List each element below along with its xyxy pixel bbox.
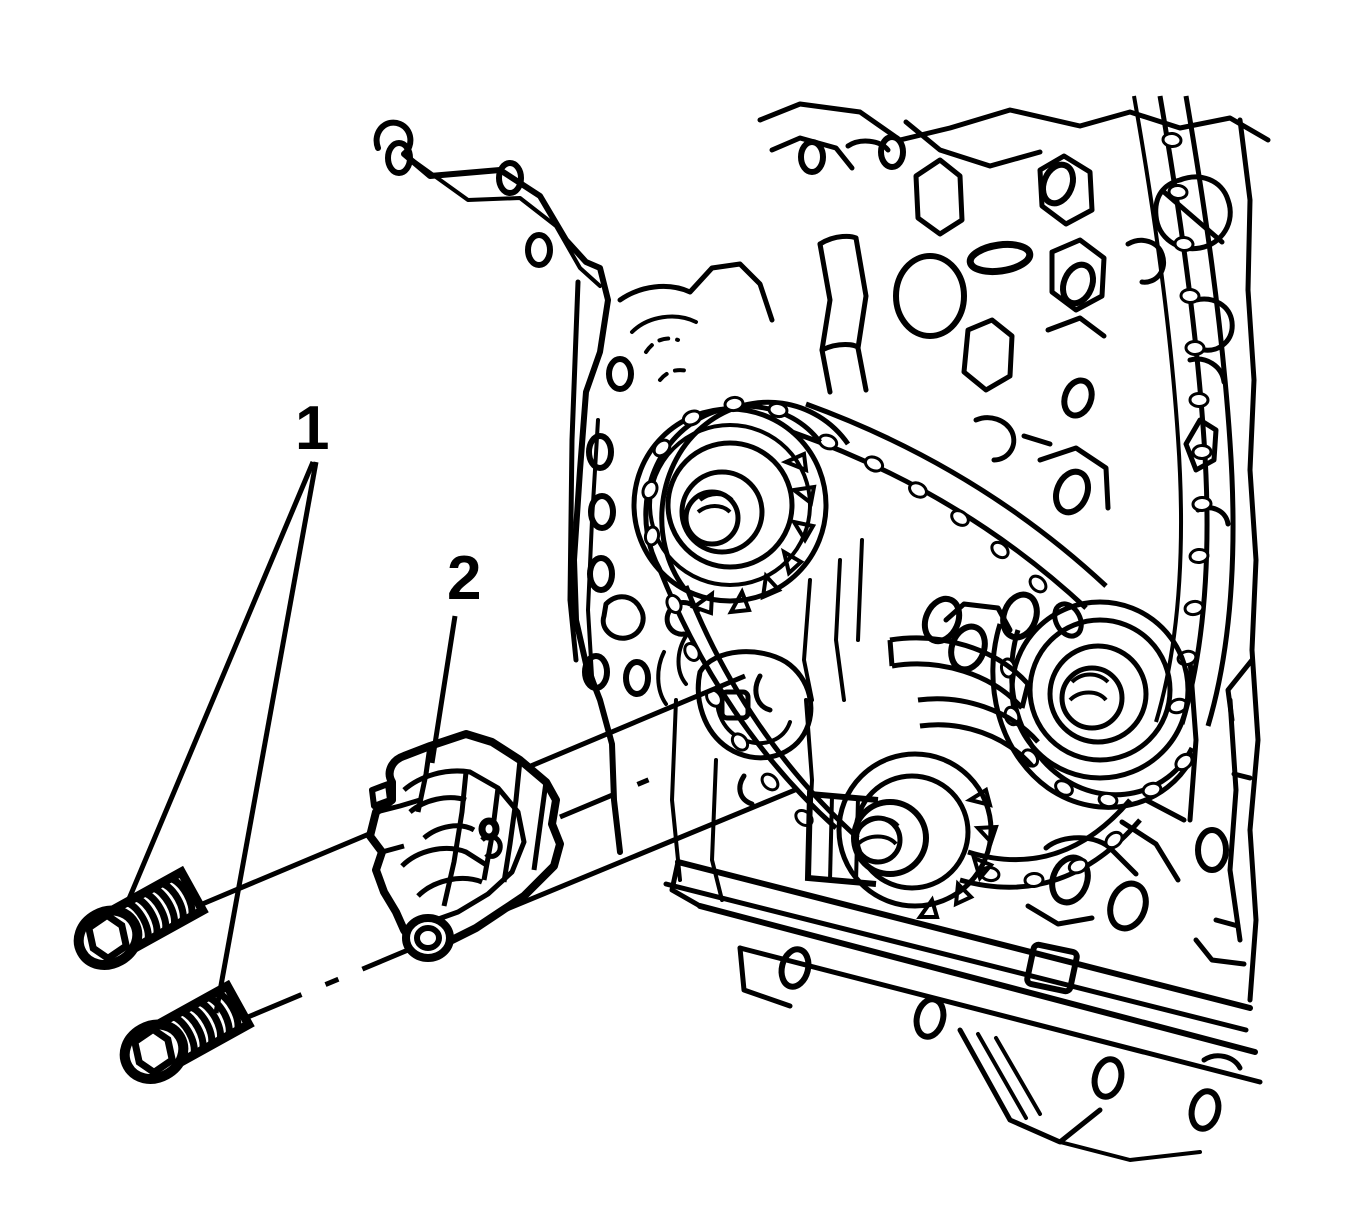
chain-guide — [887, 595, 1040, 768]
install-path-lower-dash — [247, 942, 421, 1020]
bolt-upper — [73, 865, 209, 970]
timing-chain-assembly — [631, 95, 1236, 919]
leader-1-to-lower-bolt — [213, 461, 319, 1014]
camshaft-sprocket-upper — [631, 394, 851, 616]
callout-label-2: 2 — [447, 544, 482, 613]
bolt-lower — [119, 979, 255, 1084]
callout-label-1: 1 — [295, 394, 330, 463]
callout-leader-lines — [123, 461, 458, 1014]
camshaft-sprocket-right — [990, 599, 1198, 811]
leader-1-to-upper-bolt — [123, 461, 316, 907]
install-path-upper-dash — [559, 772, 661, 820]
crankshaft-sprocket — [804, 751, 999, 919]
leader-2-to-bracket — [429, 615, 458, 764]
tensioner-bracket — [366, 730, 564, 962]
